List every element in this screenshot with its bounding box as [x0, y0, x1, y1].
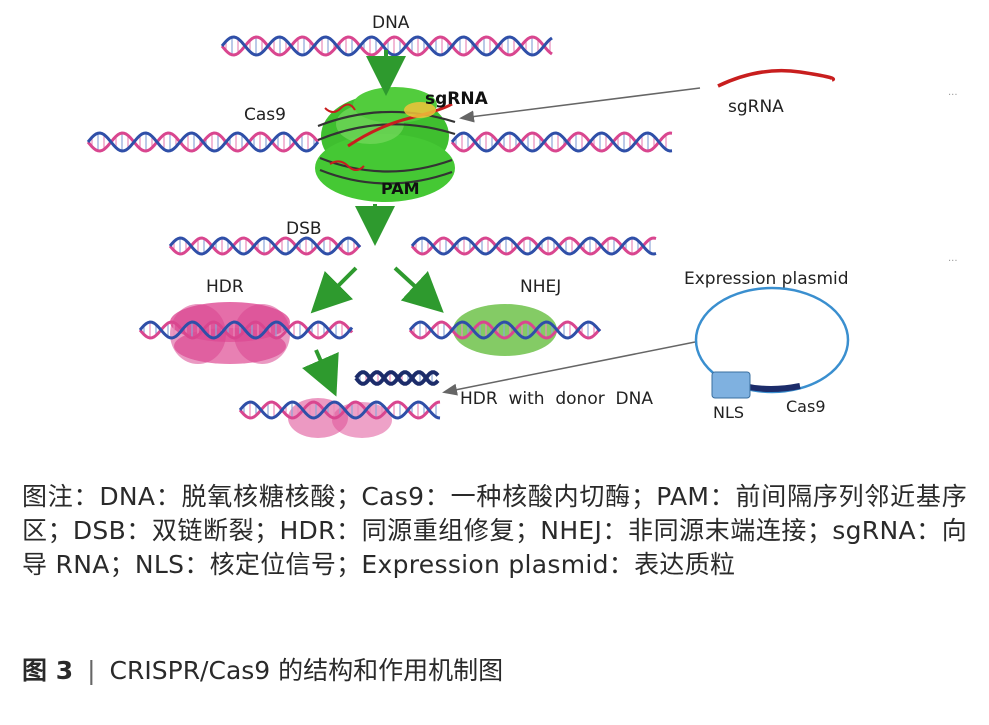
arrow-dsb-to-nhej	[393, 266, 444, 313]
helix-strand	[168, 236, 362, 256]
arrow-dsb-to-hdr	[310, 266, 358, 314]
arrow-plasmid-to-donor	[442, 341, 696, 396]
svg-text:···: ···	[948, 90, 958, 101]
label-nhej: NHEJ	[520, 277, 561, 297]
nls-box	[711, 371, 751, 399]
expression-plasmid	[694, 286, 850, 399]
cas9-protein	[315, 87, 456, 202]
crispr-cas9-diagram: ··· ··· DNA Cas9 sgRNA sgRNA PAM DSB HDR…	[86, 13, 958, 438]
helix-strand	[86, 131, 320, 153]
dna-helix-target-right	[450, 131, 673, 153]
helix-strand	[410, 236, 657, 256]
helix-strand	[220, 35, 553, 57]
label-sgrna-free: sgRNA	[728, 97, 784, 117]
figure-note: 图注：DNA：脱氧核糖核酸；Cas9：一种核酸内切酶；PAM：前间隔序列邻近基序…	[22, 480, 967, 582]
helix-strand	[238, 400, 441, 420]
label-hdr-with-donor: HDR with donor DNA	[460, 389, 653, 409]
dna-helix-nhej	[408, 320, 602, 340]
dna-helix-dsb-left	[168, 236, 362, 256]
arrow-hdr-to-repaired	[302, 349, 339, 397]
helix-strand	[408, 320, 602, 340]
label-cas9: Cas9	[244, 105, 286, 125]
figure-number: 图 3	[22, 656, 74, 685]
nhej-protein	[453, 304, 557, 356]
helix-strand	[354, 370, 440, 386]
label-dna: DNA	[372, 13, 410, 33]
dna-helix-hdr	[138, 320, 354, 340]
figure-separator: |	[87, 656, 96, 685]
sgrna-strand	[717, 68, 835, 88]
figure-note-body: DNA：脱氧核糖核酸；Cas9：一种核酸内切酶；PAM：前间隔序列邻近基序区；D…	[22, 482, 967, 579]
helix-strand	[138, 320, 354, 340]
label-sgrna-on-complex: sgRNA	[425, 89, 489, 109]
figure-note-prefix: 图注：	[22, 482, 100, 511]
helix-strand	[138, 320, 354, 340]
helix-strand	[168, 236, 362, 256]
helix-strand	[408, 320, 602, 340]
sgrna-on-cas9	[324, 102, 453, 171]
label-cas9-plasmid: Cas9	[786, 397, 826, 416]
hdr-repair-complex	[170, 302, 290, 364]
dna-helix-target-left	[86, 131, 320, 153]
helix-strand	[450, 131, 673, 153]
donor-dna	[354, 370, 440, 386]
dna-helix-repaired	[238, 400, 441, 420]
dna-helix-dsb-right	[410, 236, 657, 256]
label-dsb: DSB	[286, 219, 322, 239]
figure-title: 图 3 | CRISPR/Cas9 的结构和作用机制图	[22, 654, 967, 688]
label-nls: NLS	[713, 403, 744, 422]
label-pam: PAM	[381, 179, 420, 198]
label-expression-plasmid: Expression plasmid	[684, 269, 849, 289]
label-hdr: HDR	[206, 277, 244, 297]
figure-title-text: CRISPR/Cas9 的结构和作用机制图	[109, 656, 504, 685]
helix-strand	[238, 400, 441, 420]
svg-text:···: ···	[948, 256, 958, 267]
arrow-sgrna-to-cas9	[459, 87, 701, 123]
helix-strand	[410, 236, 657, 256]
